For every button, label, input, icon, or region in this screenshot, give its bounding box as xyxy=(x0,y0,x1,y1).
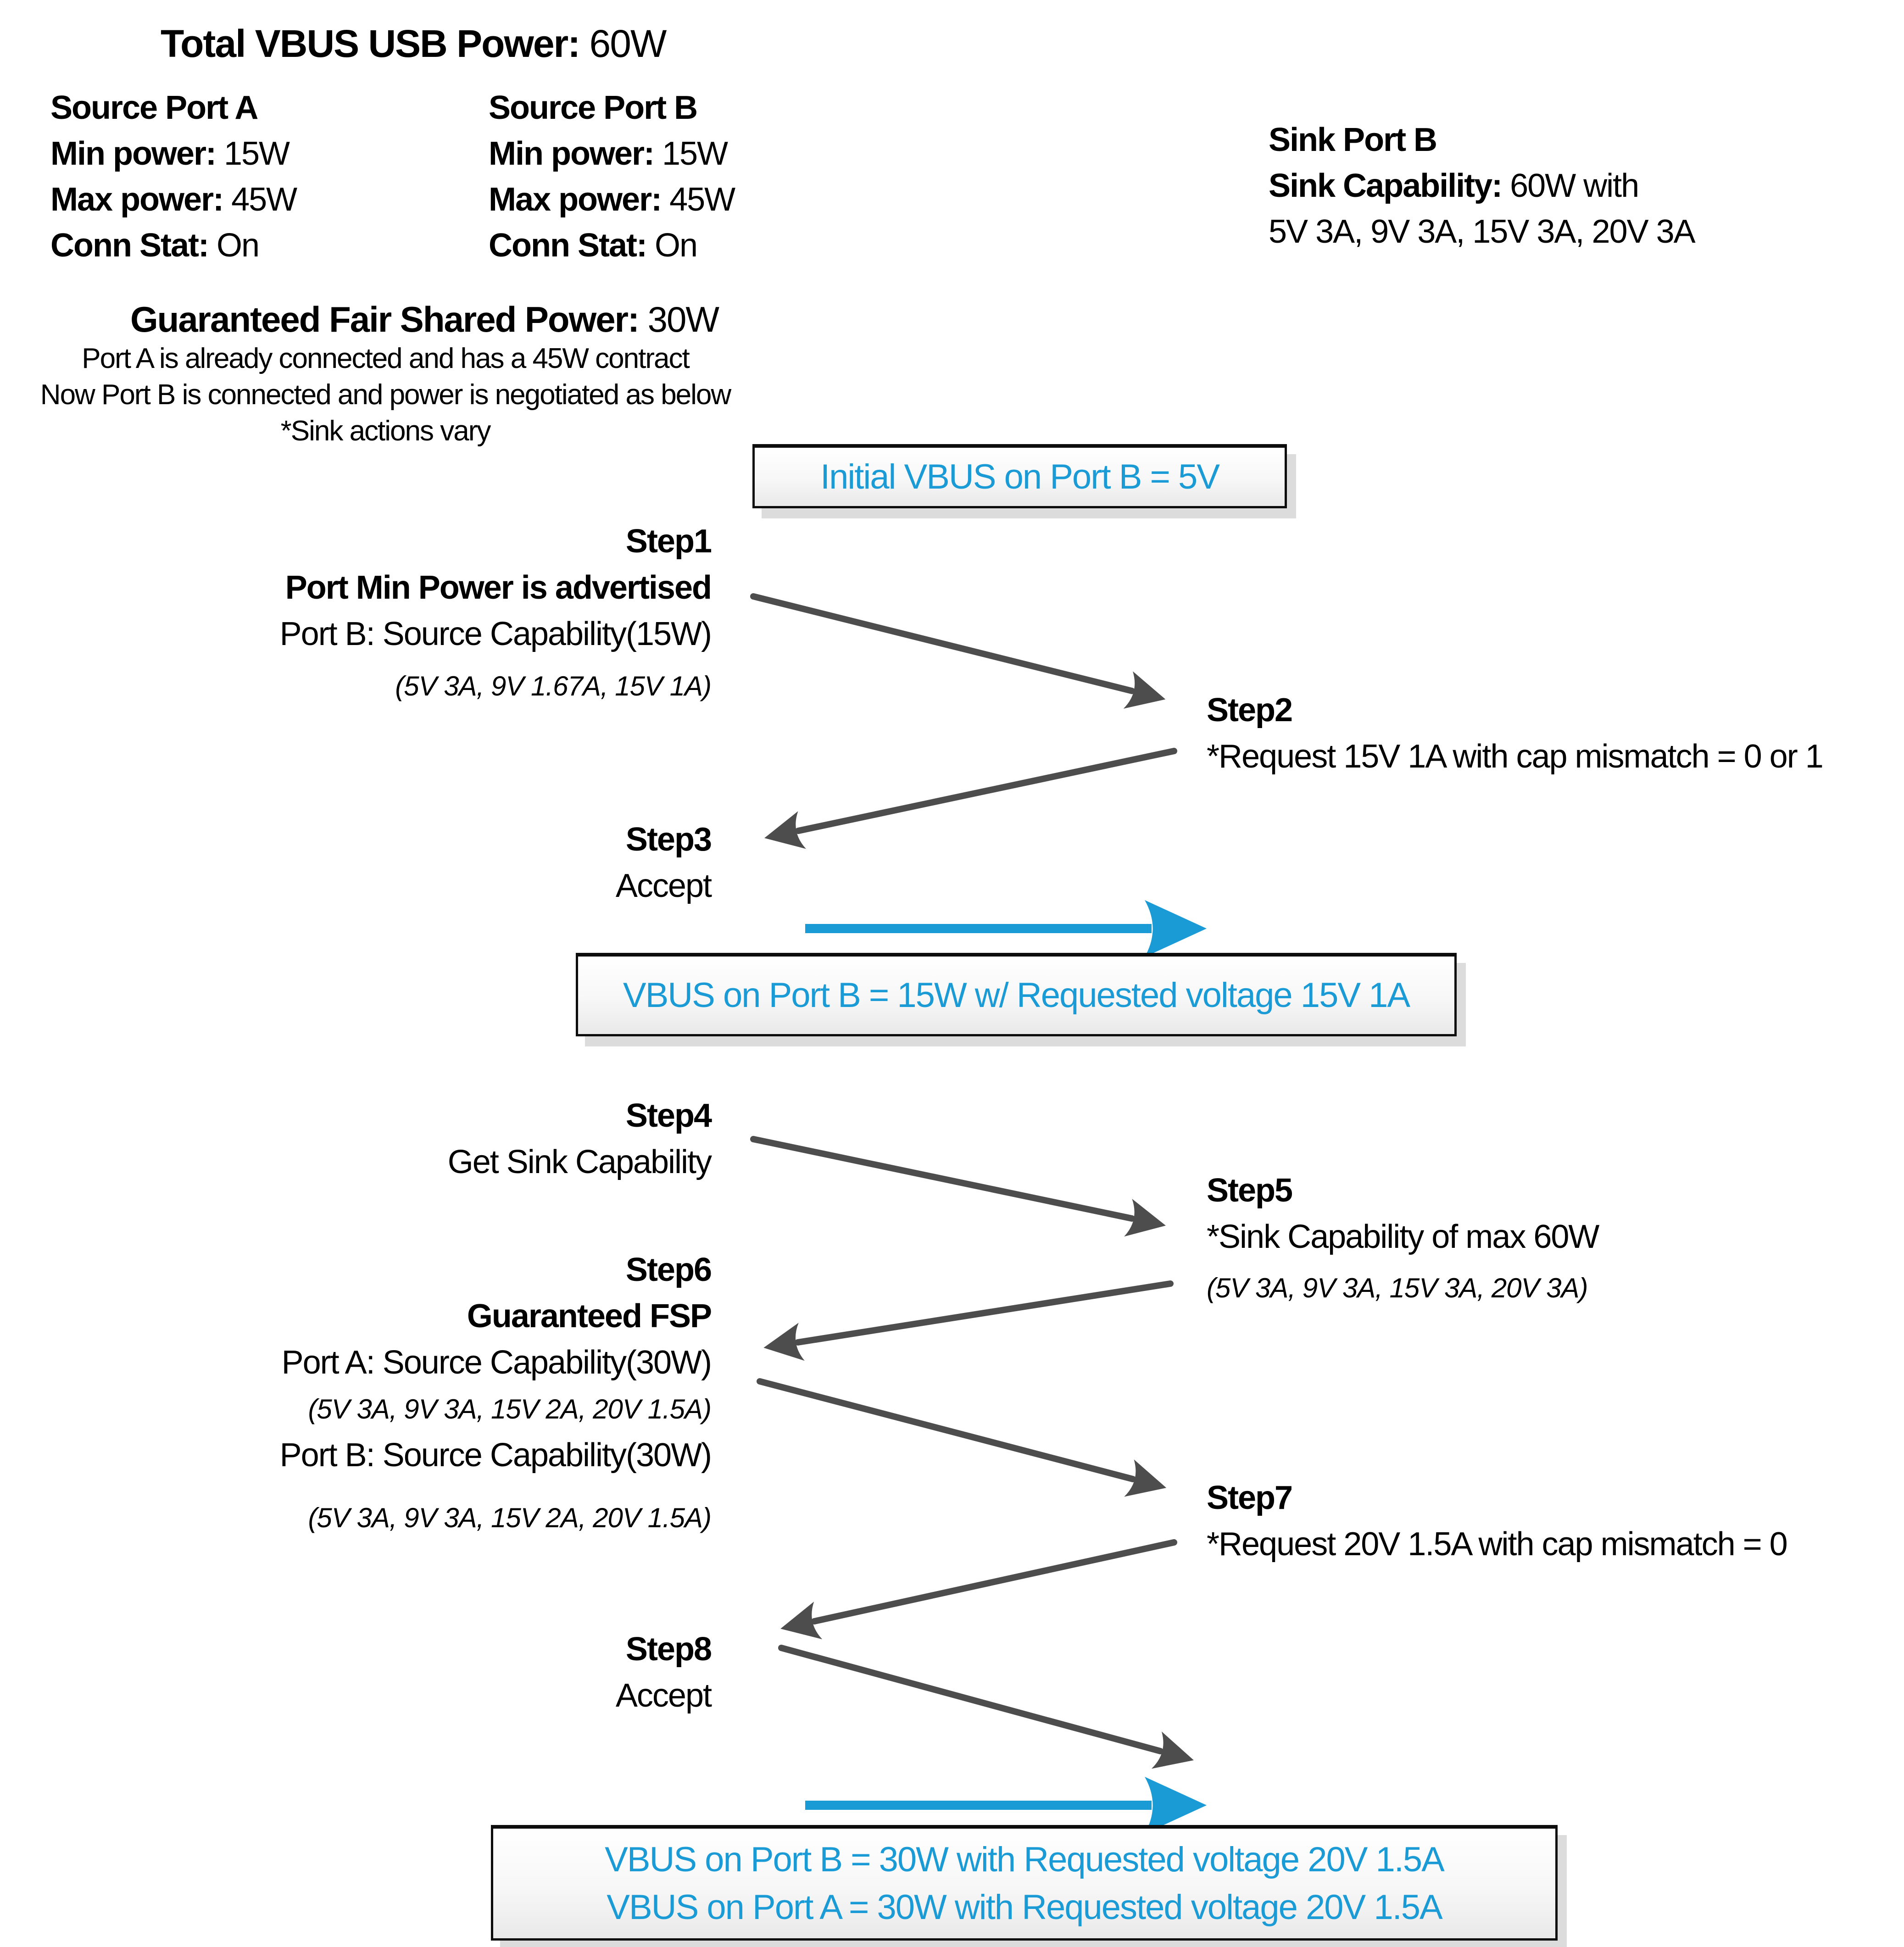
step8-line1: Accept xyxy=(615,1677,712,1714)
total-power-value: 60W xyxy=(579,22,667,65)
step5-title: Step5 xyxy=(1207,1172,1293,1209)
source-port-b-conn: Conn Stat: On xyxy=(489,223,735,268)
fair-share-note-1: Port A is already connected and has a 45… xyxy=(82,343,690,374)
total-power-label: Total VBUS USB Power: xyxy=(161,22,580,65)
min-power-value: 15W xyxy=(653,135,728,172)
step1-detail: (5V 3A, 9V 1.67A, 15V 1A) xyxy=(395,671,712,701)
step7-line1: *Request 20V 1.5A with cap mismatch = 0 xyxy=(1207,1526,1788,1563)
step6-block: Step6 Guaranteed FSP Port A: Source Capa… xyxy=(0,1247,712,1479)
step2-title: Step2 xyxy=(1207,692,1293,729)
step6-title: Step6 xyxy=(625,1252,712,1288)
min-power-value: 15W xyxy=(215,135,290,172)
banner-mid-text: VBUS on Port B = 15W w/ Requested voltag… xyxy=(623,975,1410,1015)
banner-vbus-30w: VBUS on Port B = 30W with Requested volt… xyxy=(491,1825,1558,1941)
source-port-a-min: Min power: 15W xyxy=(50,131,296,177)
conn-stat-label: Conn Stat: xyxy=(50,227,209,264)
sink-capability-value: 60W with xyxy=(1502,167,1639,204)
fair-share-value: 30W xyxy=(638,299,719,339)
source-port-b-panel: Source Port B Min power: 15W Max power: … xyxy=(489,85,735,268)
arrow-step6-to-step7 xyxy=(757,1378,1167,1497)
banner-initial-text: Initial VBUS on Port B = 5V xyxy=(820,457,1220,496)
sink-port-b-capability: Sink Capability: 60W with xyxy=(1269,163,1695,209)
step6-line1: Guaranteed FSP xyxy=(467,1298,712,1335)
arrow-step1-to-step2 xyxy=(750,593,1166,709)
step2-line1: *Request 15V 1A with cap mismatch = 0 or… xyxy=(1207,738,1824,775)
step3-title: Step3 xyxy=(625,821,712,858)
source-port-b-max: Max power: 45W xyxy=(489,177,735,223)
step8-title: Step8 xyxy=(625,1631,712,1668)
source-port-b-min: Min power: 15W xyxy=(489,131,735,177)
step3-block: Step3 Accept xyxy=(344,817,712,909)
max-power-value: 45W xyxy=(661,181,735,218)
max-power-value: 45W xyxy=(223,181,297,218)
arrow-step5-to-step6 xyxy=(763,1280,1174,1361)
arrow-step2-to-step3 xyxy=(764,748,1177,849)
source-port-b-title: Source Port B xyxy=(489,89,698,126)
step2-block: Step2 *Request 15V 1A with cap mismatch … xyxy=(1207,687,1824,780)
source-port-a-panel: Source Port A Min power: 15W Max power: … xyxy=(50,85,297,268)
fair-share-heading: Guaranteed Fair Shared Power: 30W xyxy=(55,297,794,341)
step7-block: Step7 *Request 20V 1.5A with cap mismatc… xyxy=(1207,1475,1788,1568)
min-power-label: Min power: xyxy=(489,135,655,172)
banner-final-text: VBUS on Port B = 30W with Requested volt… xyxy=(605,1836,1445,1931)
conn-stat-value: On xyxy=(646,227,698,264)
sink-port-b-detail: 5V 3A, 9V 3A, 15V 3A, 20V 3A xyxy=(1269,213,1696,250)
step7-title: Step7 xyxy=(1207,1480,1293,1516)
step8-block: Step8 Accept xyxy=(344,1626,712,1719)
fair-share-label: Guaranteed Fair Shared Power: xyxy=(130,299,640,339)
step5-line1: *Sink Capability of max 60W xyxy=(1207,1218,1599,1255)
sink-port-b-panel: Sink Port B Sink Capability: 60W with 5V… xyxy=(1269,117,1696,255)
step1-title: Step1 xyxy=(625,523,712,560)
conn-stat-value: On xyxy=(208,227,260,264)
step6-detail2: (5V 3A, 9V 3A, 15V 2A, 20V 1.5A) xyxy=(308,1502,712,1533)
step1-line2: Port B: Source Capability(15W) xyxy=(279,616,712,652)
page-title: Total VBUS USB Power: 60W xyxy=(161,18,667,69)
arrow-step7-to-step8 xyxy=(780,1539,1177,1640)
min-power-label: Min power: xyxy=(50,135,217,172)
banner-vbus-15w: VBUS on Port B = 15W w/ Requested voltag… xyxy=(576,953,1457,1036)
fair-share-note-2: Now Port B is connected and power is neg… xyxy=(40,379,731,411)
fair-share-note-3: *Sink actions vary xyxy=(280,415,491,447)
blue-arrow-vbus-15w xyxy=(805,900,1207,957)
step6-line3: Port B: Source Capability(30W) xyxy=(279,1437,712,1474)
arrow-step8-down xyxy=(778,1645,1194,1769)
sink-capability-label: Sink Capability: xyxy=(1269,167,1503,204)
step4-line1: Get Sink Capability xyxy=(447,1144,712,1180)
source-port-a-conn: Conn Stat: On xyxy=(50,223,296,268)
step3-line1: Accept xyxy=(615,868,712,904)
step4-block: Step4 Get Sink Capability xyxy=(161,1093,712,1185)
blue-arrow-head xyxy=(1145,900,1207,957)
step6-line2: Port A: Source Capability(30W) xyxy=(281,1344,712,1381)
step5-block: Step5 *Sink Capability of max 60W (5V 3A… xyxy=(1207,1168,1599,1311)
step1-line1: Port Min Power is advertised xyxy=(285,569,712,606)
banner-initial-vbus: Initial VBUS on Port B = 5V xyxy=(752,444,1287,508)
conn-stat-label: Conn Stat: xyxy=(489,227,647,264)
step4-title: Step4 xyxy=(625,1097,712,1134)
max-power-label: Max power: xyxy=(489,181,662,218)
arrow-step4-to-step5 xyxy=(750,1136,1166,1237)
step1-block: Step1 Port Min Power is advertised Port … xyxy=(0,518,712,709)
source-port-a-max: Max power: 45W xyxy=(50,177,297,223)
banner-final-line1: VBUS on Port B = 30W with Requested volt… xyxy=(605,1840,1445,1879)
banner-final-line2: VBUS on Port A = 30W with Requested volt… xyxy=(607,1887,1442,1927)
fair-share-notes: Port A is already connected and has a 45… xyxy=(0,340,771,449)
max-power-label: Max power: xyxy=(50,181,224,218)
step6-detail2-block: (5V 3A, 9V 3A, 15V 2A, 20V 1.5A) xyxy=(0,1495,712,1541)
sink-port-b-title: Sink Port B xyxy=(1269,122,1437,158)
step5-detail: (5V 3A, 9V 3A, 15V 3A, 20V 3A) xyxy=(1207,1273,1588,1303)
source-port-a-title: Source Port A xyxy=(50,89,258,126)
step6-detail1: (5V 3A, 9V 3A, 15V 2A, 20V 1.5A) xyxy=(308,1394,712,1424)
